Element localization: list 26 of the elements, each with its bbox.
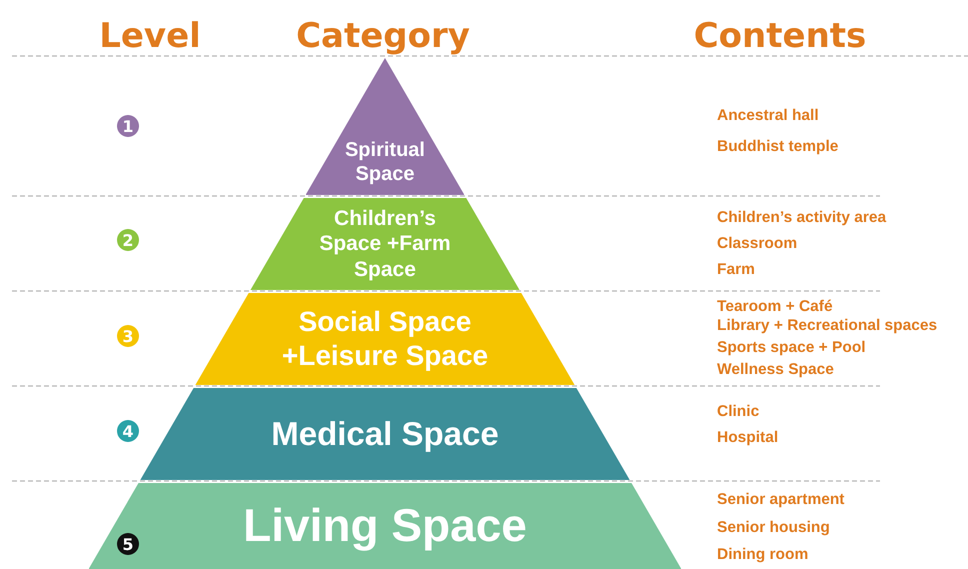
level-number: 1 [117, 115, 139, 137]
content-item: Wellness Space [717, 362, 834, 378]
tier-label: Social Space +Leisure Space [280, 305, 490, 373]
content-item: Senior apartment [717, 492, 844, 508]
content-item: Ancestral hall [717, 108, 819, 124]
content-item: Tearoom + Café [717, 299, 833, 314]
content-item: Children’s activity area [717, 210, 886, 226]
content-item: Clinic [717, 404, 760, 420]
level-number: 2 [117, 229, 139, 251]
content-item: Buddhist temple [717, 139, 838, 154]
content-item: Farm [717, 262, 755, 278]
tier-label: Medical Space [271, 414, 499, 454]
level-number: 3 [117, 325, 139, 347]
content-item: Classroom [717, 236, 798, 252]
tier-label: Children’s Space +Farm Space [318, 206, 452, 282]
column-header: Level [99, 19, 201, 53]
content-item: Sports space + Pool [717, 340, 866, 356]
tier-label: Spiritual Space [344, 138, 426, 186]
content-item: Library + Recreational spaces [717, 318, 938, 334]
column-header: Category [296, 19, 470, 53]
content-item: Dining room [717, 547, 808, 562]
content-item: Senior housing [717, 520, 830, 536]
level-number: 4 [117, 420, 139, 442]
column-header: Contents [694, 19, 866, 53]
tier-label: Living Space [243, 498, 527, 554]
content-item: Hospital [717, 430, 778, 446]
